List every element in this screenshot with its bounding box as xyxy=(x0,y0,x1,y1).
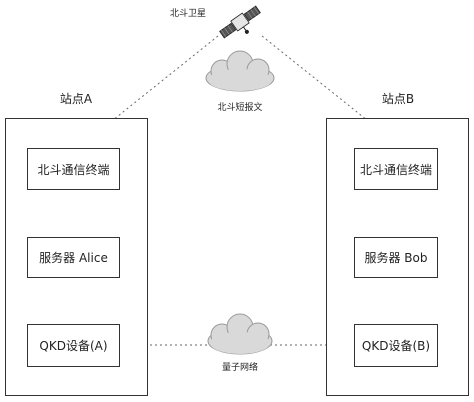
beidou-sms-label: 北斗短报文 xyxy=(217,103,263,113)
site-b-terminal-node: 北斗通信终端 xyxy=(354,148,438,190)
site-a-title: 站点A xyxy=(59,92,93,106)
satellite-icon xyxy=(219,5,261,39)
site-a-server-node: 服务器 Alice xyxy=(27,237,120,278)
quantum-network-label: 量子网络 xyxy=(221,363,258,373)
beidou-cloud-icon xyxy=(205,50,275,92)
site-a-terminal-node: 北斗通信终端 xyxy=(27,148,120,190)
satellite-label: 北斗卫星 xyxy=(169,9,206,19)
quantum-cloud-icon xyxy=(207,313,273,355)
site-b-server-node: 服务器 Bob xyxy=(354,237,438,278)
site-b-title: 站点B xyxy=(381,92,415,106)
site-a-qkd-node: QKD设备(A) xyxy=(27,324,120,367)
site-b-qkd-node: QKD设备(B) xyxy=(354,324,438,367)
